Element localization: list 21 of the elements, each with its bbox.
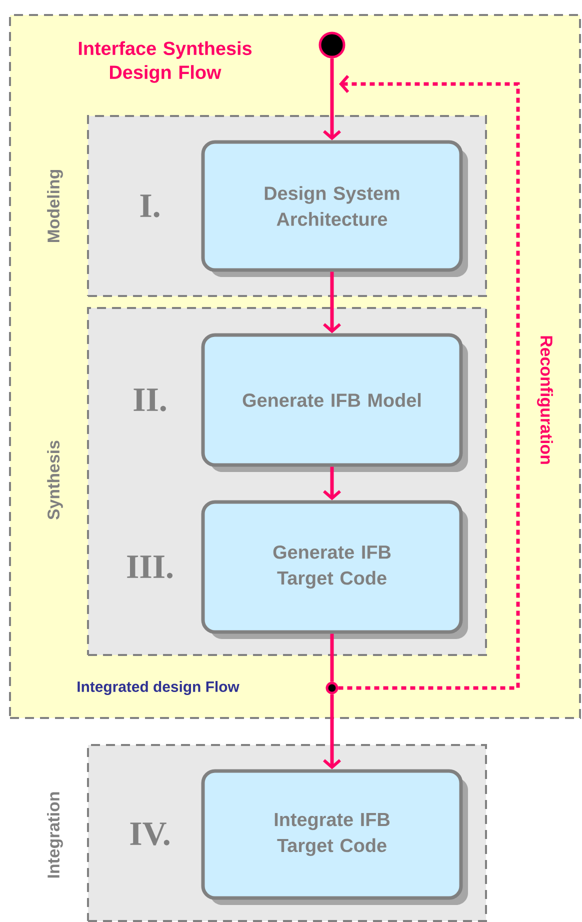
arrow xyxy=(323,466,341,500)
flow-title: Interface Synthesis Design Flow xyxy=(78,41,252,83)
arrow xyxy=(323,694,341,770)
phase-label: Modeling xyxy=(47,170,63,242)
arrow xyxy=(323,58,341,140)
phase-label: Integration xyxy=(47,792,63,878)
process-box: Integrate IFB Target Code xyxy=(201,769,468,905)
arrow xyxy=(323,272,341,334)
process-box: Design System Architecture xyxy=(201,140,468,277)
step-number: II. xyxy=(134,388,166,412)
step-number: III. xyxy=(127,556,172,578)
edge-label: Reconfiguration xyxy=(537,336,553,464)
process-box: Generate IFB Model xyxy=(201,333,468,472)
phase-label: Synthesis xyxy=(47,440,63,520)
arrow xyxy=(338,75,520,690)
step-number: I. xyxy=(140,194,160,218)
process-box: Generate IFB Target Code xyxy=(201,500,468,639)
step-number: IV. xyxy=(130,822,170,846)
start-dot xyxy=(318,32,346,58)
junction-dot xyxy=(326,682,338,694)
flow-label: Integrated design Flow xyxy=(78,681,240,695)
